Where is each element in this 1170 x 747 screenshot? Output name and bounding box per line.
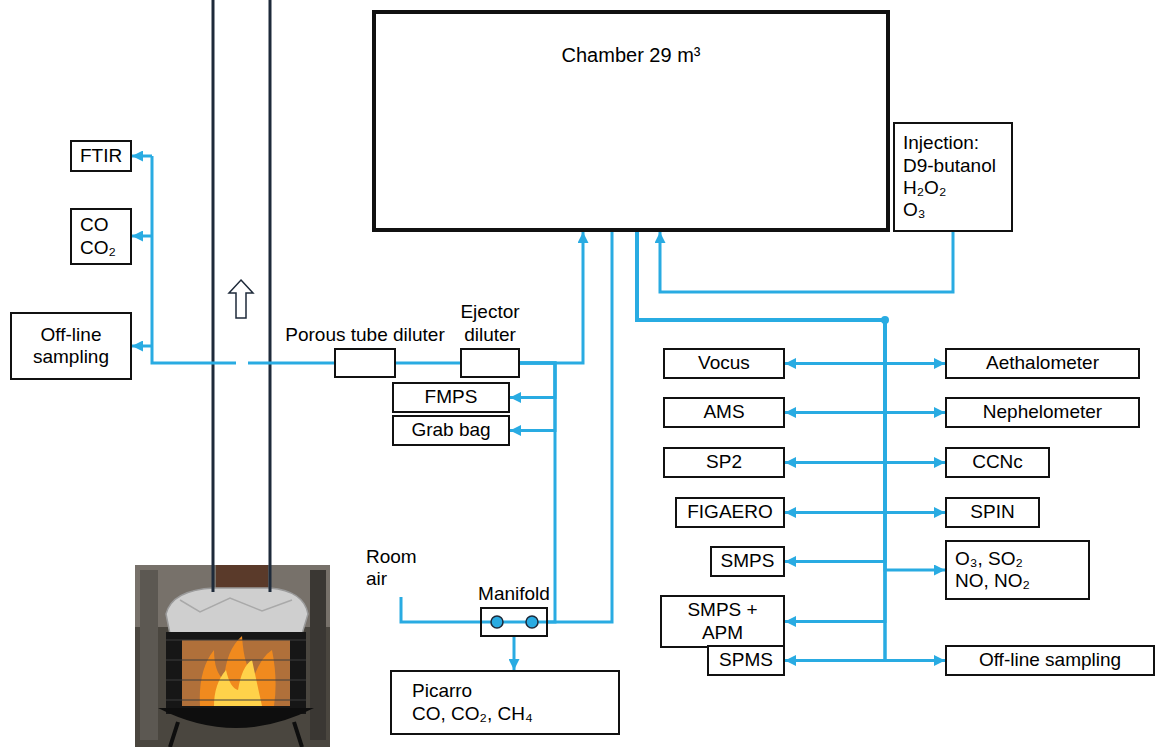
box-heading: Ejector diluter bbox=[454, 301, 526, 346]
chamber-box: Chamber 29 m³ bbox=[372, 10, 890, 232]
photo-stove-body bbox=[166, 632, 306, 714]
bag-box: Grab bag bbox=[392, 415, 510, 446]
junction-dot bbox=[881, 316, 889, 324]
box-label: SMPS bbox=[720, 550, 775, 572]
photo-ground bbox=[135, 565, 330, 747]
box-label: O₃, SO₂ bbox=[955, 548, 1080, 570]
box-label: Aethalometer bbox=[955, 352, 1130, 374]
room-air-line bbox=[401, 597, 480, 622]
flow-connector bbox=[637, 232, 945, 364]
flow-connector bbox=[637, 232, 885, 513]
valve-symbol bbox=[526, 616, 538, 628]
box-heading: Porous tube diluter bbox=[285, 324, 445, 346]
photo-bowl bbox=[158, 708, 314, 728]
box-heading: Manifold bbox=[478, 583, 550, 605]
diluter-box: Porous tube diluter bbox=[334, 348, 396, 378]
inlet-label: Room air bbox=[366, 546, 424, 591]
sample-line bbox=[152, 156, 236, 363]
box-label: D9-butanol bbox=[903, 155, 1003, 177]
photo-rack bbox=[310, 570, 326, 740]
box-label: Grab bag bbox=[402, 419, 500, 441]
sample-line bbox=[248, 362, 334, 365]
chimney-wall bbox=[269, 0, 272, 592]
box-label: CO bbox=[80, 214, 122, 236]
flow-connector bbox=[396, 362, 460, 365]
instrument-box: Nephelometer bbox=[945, 397, 1140, 428]
box-label: Chamber 29 m³ bbox=[384, 44, 878, 68]
box-label: SPMS bbox=[717, 649, 775, 671]
flow-connector bbox=[637, 232, 885, 661]
manifold-valves bbox=[482, 609, 546, 635]
instrument-box: AMS bbox=[663, 397, 785, 428]
photo-flame bbox=[200, 636, 276, 706]
manifold-box: Manifold bbox=[480, 607, 548, 637]
flow-connector bbox=[637, 232, 885, 562]
flow-connector bbox=[637, 232, 945, 661]
instrument-box: Vocus bbox=[663, 348, 785, 379]
box-label: CO₂ bbox=[80, 237, 122, 259]
instrument-box: FTIR bbox=[70, 140, 132, 172]
box-label: SMPS + APM bbox=[670, 599, 775, 644]
box-label: FMPS bbox=[402, 386, 500, 408]
box-label: Injection: bbox=[903, 132, 1003, 154]
photo-rack bbox=[140, 570, 158, 740]
box-label: SPIN bbox=[955, 501, 1030, 523]
photo-flame-core bbox=[214, 660, 262, 706]
instrument-box: SPIN bbox=[945, 497, 1040, 528]
instrument-box: SMPS bbox=[710, 546, 785, 577]
instrument-box: FMPS bbox=[392, 382, 510, 413]
valve-symbol bbox=[491, 616, 503, 628]
stove-photo bbox=[135, 565, 330, 747]
injection-box: Injection:D9-butanolH₂O₂O₃ bbox=[893, 122, 1013, 232]
box-label: AMS bbox=[673, 401, 775, 423]
instrument-box: Aethalometer bbox=[945, 348, 1140, 379]
box-label: CO, CO₂, CH₄ bbox=[412, 703, 610, 725]
flow-connector bbox=[637, 232, 885, 463]
sampling-box: Off-line sampling bbox=[945, 645, 1155, 676]
chimney-wall bbox=[212, 0, 215, 592]
flow-connector bbox=[637, 232, 945, 413]
flow-connector bbox=[520, 232, 583, 363]
instrument-box: SP2 bbox=[663, 447, 785, 478]
box-label: H₂O₂ bbox=[903, 177, 1003, 199]
box-label: Off-line sampling bbox=[955, 649, 1145, 671]
sample-arrow bbox=[132, 235, 152, 238]
box-label: Picarro bbox=[412, 680, 610, 702]
box-label: CCNc bbox=[955, 451, 1040, 473]
box-label: FIGAERO bbox=[685, 501, 775, 523]
sample-arrow bbox=[132, 155, 152, 158]
instrument-box: FIGAERO bbox=[675, 497, 785, 528]
sample-arrow bbox=[132, 345, 152, 348]
flow-connector bbox=[637, 232, 945, 463]
instrument-box: PicarroCO, CO₂, CH₄ bbox=[390, 670, 620, 735]
instrument-box: O₃, SO₂NO, NO₂ bbox=[945, 540, 1090, 600]
flow-connector bbox=[637, 232, 885, 413]
flow-connector bbox=[637, 232, 945, 513]
flow-connector bbox=[637, 232, 885, 622]
box-label: Vocus bbox=[673, 352, 775, 374]
box-label: FTIR bbox=[80, 145, 122, 167]
diluter-box: Ejector diluter bbox=[460, 348, 520, 378]
flow-connector bbox=[548, 232, 612, 622]
box-label: Off-line sampling bbox=[20, 324, 122, 369]
box-label: NO, NO₂ bbox=[955, 570, 1080, 592]
photo-foil-crease bbox=[180, 598, 292, 612]
instrument-box: COCO₂ bbox=[70, 208, 132, 265]
sampling-box: Off-line sampling bbox=[10, 312, 132, 380]
photo-mesh bbox=[166, 640, 306, 700]
instrument-box: SMPS + APM bbox=[660, 595, 785, 648]
box-label: O₃ bbox=[903, 199, 1003, 221]
flow-connector bbox=[637, 232, 885, 364]
flow-connector bbox=[660, 232, 953, 292]
flow-arrow bbox=[229, 280, 253, 318]
photo-foil bbox=[166, 588, 308, 634]
box-label: SP2 bbox=[673, 451, 775, 473]
instrument-box: SPMS bbox=[707, 645, 785, 676]
box-label: Nephelometer bbox=[955, 401, 1130, 423]
flow-connector bbox=[637, 232, 945, 570]
flow-connector bbox=[513, 637, 516, 670]
instrument-box: CCNc bbox=[945, 447, 1050, 478]
photo-legs bbox=[170, 722, 302, 747]
